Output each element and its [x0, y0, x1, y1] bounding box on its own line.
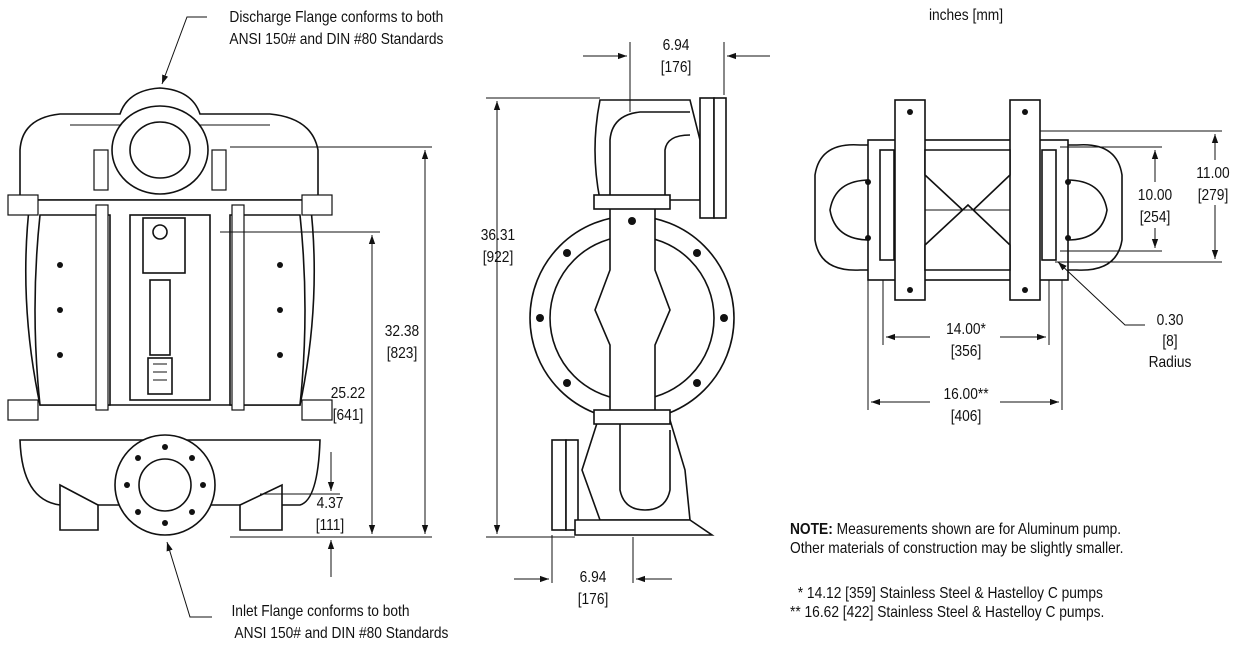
top-dimension-lines — [867, 130, 1222, 410]
top-inner-depth-inches: 10.00 — [1138, 186, 1172, 204]
footnote-single-star: * 14.12 [359] Stainless Steel & Hastello… — [797, 585, 1103, 602]
top-radius-mm: [8] — [1162, 332, 1177, 350]
note-prefix: NOTE: — [790, 521, 833, 538]
front-height-mm: [823] — [387, 344, 418, 362]
measurement-note: NOTE: Measurements shown are for Aluminu… — [790, 520, 1123, 558]
note-line2: Other materials of construction may be s… — [790, 540, 1124, 557]
discharge-callout-line1: Discharge Flange conforms to both — [229, 8, 443, 26]
note-line1: NOTE: Measurements shown are for Aluminu… — [790, 520, 1123, 539]
top-outer-depth-inches: 11.00 — [1196, 164, 1229, 182]
side-top-flange-inches: 6.94 — [663, 36, 690, 54]
front-view — [7, 87, 333, 536]
top-inner-width-inches: 14.00* — [946, 320, 986, 338]
side-height-inches: 36.31 — [481, 226, 515, 244]
discharge-callout-line2: ANSI 150# and DIN #80 Standards — [229, 30, 443, 48]
top-inner-width-mm: [356] — [951, 342, 982, 360]
drawing-labels: inches [mm] Discharge Flange conforms to… — [229, 6, 1229, 642]
front-inlet-height-mm: [111] — [316, 516, 345, 534]
side-top-flange-mm: [176] — [661, 58, 692, 76]
top-outer-depth-mm: [279] — [1198, 186, 1229, 204]
front-height-inches: 32.38 — [385, 322, 419, 340]
top-view — [814, 99, 1123, 301]
footnote-double-star: ** 16.62 [422] Stainless Steel & Hastell… — [790, 604, 1105, 621]
footnotes: * 14.12 [359] Stainless Steel & Hastello… — [790, 584, 1104, 622]
front-port-span-inches: 25.22 — [331, 384, 365, 402]
top-radius-inches: 0.30 — [1157, 311, 1184, 329]
note-line1-text: Measurements shown are for Aluminum pump… — [832, 521, 1122, 538]
front-dimension-lines — [161, 16, 432, 618]
front-inlet-height-inches: 4.37 — [317, 494, 344, 512]
units-label: inches [mm] — [929, 6, 1003, 24]
side-dimension-lines — [486, 42, 770, 583]
inlet-callout-line2: ANSI 150# and DIN #80 Standards — [234, 624, 448, 642]
top-inner-depth-mm: [254] — [1140, 208, 1171, 226]
inlet-callout-line1: Inlet Flange conforms to both — [231, 602, 409, 620]
side-bottom-flange-mm: [176] — [578, 590, 609, 608]
front-port-span-mm: [641] — [333, 406, 364, 424]
top-outer-width-inches: 16.00** — [943, 385, 988, 403]
top-radius-label: Radius — [1149, 353, 1192, 371]
side-bottom-flange-inches: 6.94 — [580, 568, 607, 586]
top-outer-width-mm: [406] — [951, 407, 982, 425]
side-view — [529, 97, 735, 536]
side-height-mm: [922] — [483, 248, 514, 266]
